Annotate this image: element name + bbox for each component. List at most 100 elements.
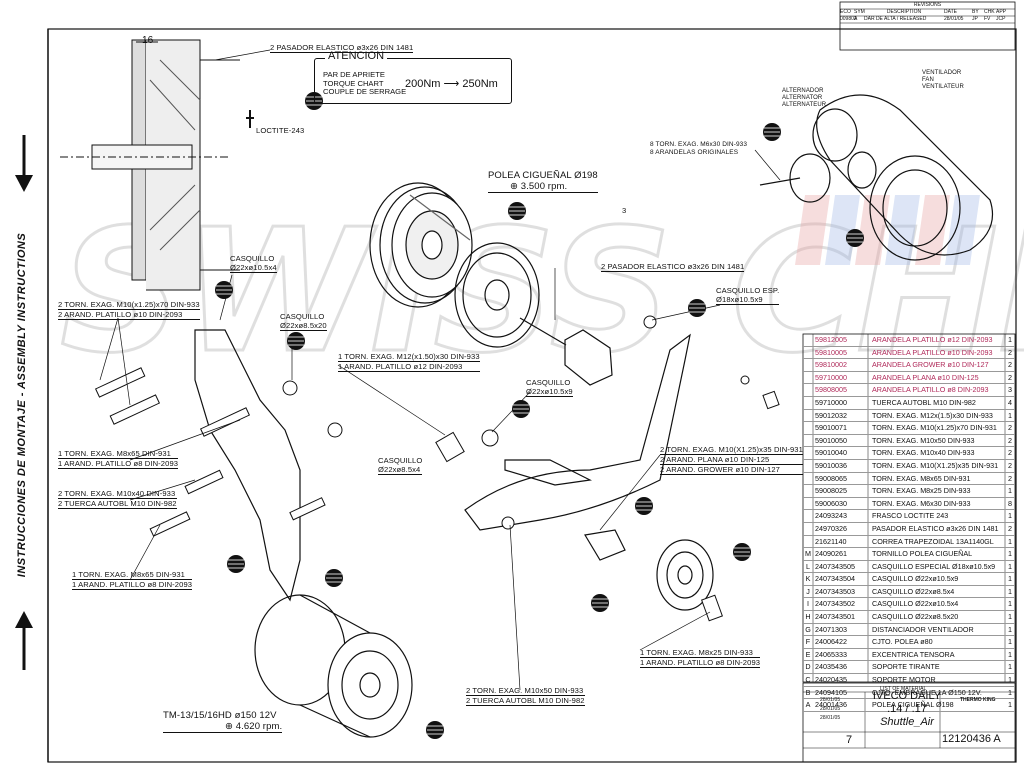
bom-qty: 1 (1008, 486, 1012, 496)
bom-ref: A (805, 700, 811, 710)
bom-ref: C (805, 675, 811, 685)
bom-row: D 24035436 SOPORTE TIRANTE 1 (803, 661, 1015, 675)
bom-ref: D (805, 662, 811, 672)
bom-qty: 3 (1008, 385, 1012, 395)
bom-ref: G (805, 624, 811, 634)
bom-ref: H (805, 612, 811, 622)
bom-desc: TORN. EXAG. M6x30 DIN-933 (872, 498, 971, 508)
bom-ref: B (805, 687, 811, 697)
bom-desc: SOPORTE TIRANTE (872, 662, 940, 672)
bom-ref (803, 523, 813, 535)
bom-qty: 1 (1008, 649, 1012, 659)
bom-code: 24970326 (815, 523, 847, 533)
bom-desc: TUERCA AUTOBL M10 DIN-982 (872, 397, 976, 407)
bom-desc: TORN. EXAG. M10x50 DIN-933 (872, 435, 975, 445)
bom-ref (803, 485, 813, 497)
bom-footer: LIST OF MATERIAL (880, 686, 927, 692)
bom-qty: 1 (1008, 599, 1012, 609)
bom-qty: 1 (1008, 662, 1012, 672)
bom-ref: J (806, 586, 810, 596)
bom-ref (803, 473, 813, 485)
bom-code: 2407343501 (815, 612, 855, 622)
bom-row: I 2407343502 CASQUILLO Ø22xø10.5x4 1 (803, 598, 1015, 612)
revisions-title: REVISIONS (913, 2, 942, 8)
bom-qty: 1 (1008, 335, 1012, 344)
bom-ref (803, 397, 813, 409)
leader-lines (99, 49, 781, 691)
arrow-right-icon: ⟶ (443, 78, 460, 90)
model-name: IVECO DAILY .14 / .17 Shuttle_Air (872, 690, 942, 728)
bom-code: 24094105 (815, 687, 847, 697)
bom-code: 59010050 (815, 435, 847, 445)
bom-ref (803, 435, 813, 447)
bom-ref: M (805, 549, 811, 559)
bom-row: 59010050 TORN. EXAG. M10x50 DIN-933 2 (803, 435, 1015, 448)
bom-code: 59810002 (815, 360, 847, 370)
bom-code: 59810005 (815, 347, 847, 357)
bom-desc: TORN. EXAG. M8x25 DIN-933 (872, 486, 971, 496)
torque-warning: ATENCION PAR DE APRIETE TORQUE CHART COU… (314, 50, 512, 104)
bom-code: 24035436 (815, 662, 847, 672)
bom-qty: 1 (1008, 612, 1012, 622)
callout-loctite: LOCTITE-243 (256, 126, 305, 135)
bom-qty: 2 (1008, 372, 1012, 382)
bom-ref: F (805, 637, 811, 647)
callout-pasador-top: 2 PASADOR ELASTICO ø3x26 DIN 1481 (270, 43, 414, 53)
bom-qty: 1 (1008, 675, 1012, 685)
arrow-down-icon (15, 135, 33, 192)
bom-code: 2407343502 (815, 599, 855, 609)
bom-ref (803, 498, 813, 510)
arrow-up-icon (15, 611, 33, 670)
bom-ref (803, 347, 813, 359)
bom-ref: E (805, 649, 811, 659)
torque-line: TORQUE CHART (323, 78, 384, 88)
bom-code: 24090261 (815, 549, 847, 559)
bom-qty: 2 (1008, 435, 1012, 445)
bom-desc: TORN. EXAG. M10x40 DIN-933 (872, 448, 975, 458)
bom-code: 24006422 (815, 637, 847, 647)
bom-code: 59710000 (815, 372, 847, 382)
bom-ref (803, 460, 813, 472)
bom-code: 24020435 (815, 675, 847, 685)
alternator-fan-assembly (759, 94, 994, 261)
pulley-bolt (519, 317, 613, 386)
bom-qty: 1 (1008, 586, 1012, 596)
bom-desc: CASQUILLO Ø22xø10.5x4 (872, 599, 959, 609)
bom-desc: ARANDELA PLATILLO ø12 DIN-2093 (872, 335, 993, 344)
bom-desc: POLEA CIGUEÑAL Ø198 (872, 700, 954, 710)
bom-code: 59008025 (815, 486, 847, 496)
bom-desc: CORREA TRAPEZOIDAL 13A1140GL (872, 536, 994, 546)
bom-qty: 1 (1008, 549, 1012, 559)
torque-from: 200Nm (405, 78, 441, 90)
bom-desc: TORN. EXAG. M10(X1.25)x35 DIN-931 (872, 460, 999, 470)
bom-desc: ARANDELA PLATILLO ø8 DIN-2093 (872, 385, 989, 395)
bom-desc: CASQUILLO Ø22xø8.5x4 (872, 586, 955, 596)
bom-code: 59710000 (815, 397, 847, 407)
sheet-number: 7 (846, 734, 853, 746)
bom-desc: ARANDELA PLATILLO ø10 DIN-2093 (872, 347, 993, 357)
drawing-number: 12120436 A (942, 733, 1001, 745)
bom-ref: I (807, 599, 809, 609)
side-title: INSTRUCCIONES DE MONTAJE - ASSEMBLY INST… (16, 232, 28, 578)
bom-code: 24001436 (815, 700, 847, 710)
